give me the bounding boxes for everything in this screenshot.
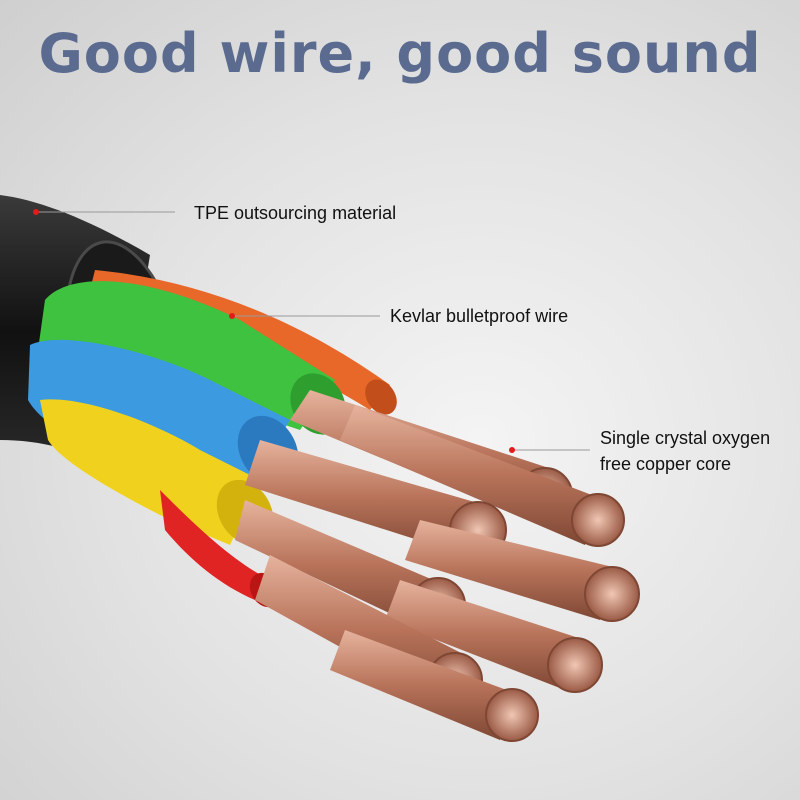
copper-callout-line2: free copper core — [600, 454, 732, 474]
tpe-leader — [33, 209, 175, 215]
copper-core-8 — [330, 630, 539, 742]
copper-callout-line1: Single crystal oxygen — [600, 428, 771, 448]
copper-leader — [509, 447, 590, 453]
tpe-callout: TPE outsourcing material — [194, 203, 397, 223]
copper-core-4 — [405, 520, 640, 622]
kevlar-callout: Kevlar bulletproof wire — [390, 306, 569, 326]
kevlar-leader — [229, 313, 380, 319]
copper-core-2 — [340, 405, 625, 547]
headline: Good wire, good sound — [38, 22, 762, 85]
copper-core-6 — [385, 580, 603, 693]
